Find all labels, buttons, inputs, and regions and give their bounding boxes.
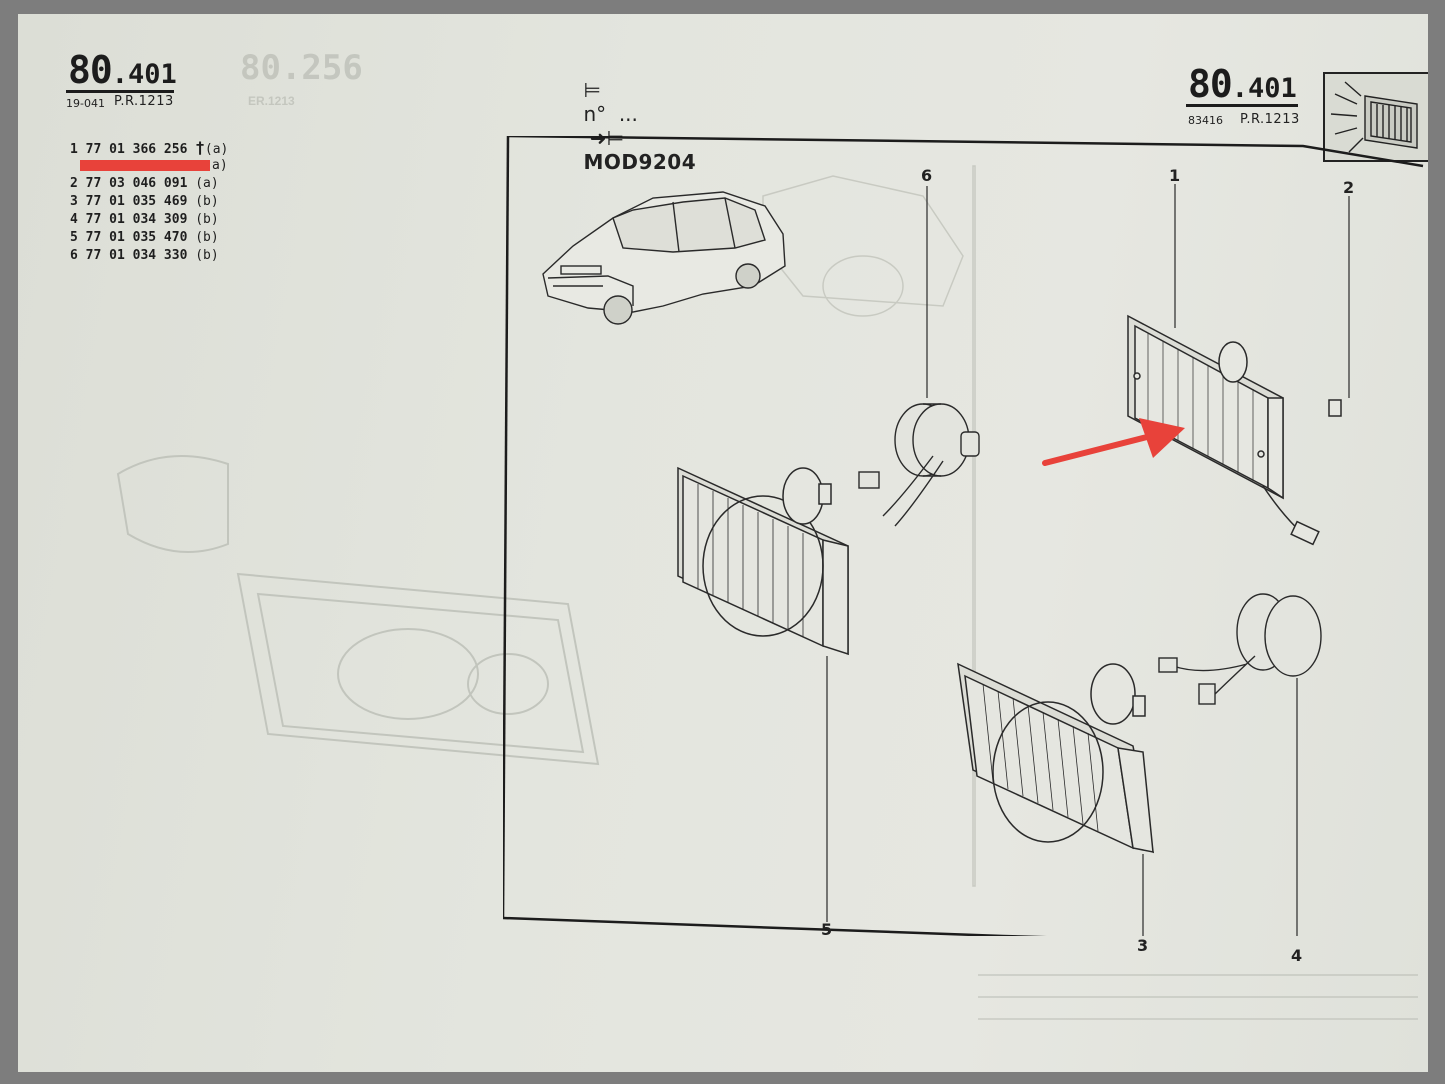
- red-arrow-annotation: [1042, 418, 1185, 466]
- frame-left-edge: [503, 136, 510, 919]
- callout-5: 5: [821, 920, 833, 939]
- part-row-redacted: a): [70, 157, 228, 175]
- page-code-left: 19-041: [66, 97, 105, 110]
- diagram-svg: [503, 136, 1424, 936]
- callout-1: 1: [1169, 166, 1181, 185]
- part-3-fog-lamp-lower: [957, 662, 1155, 854]
- pr-left: P.R.1213: [114, 94, 174, 109]
- ghost-table: [978, 974, 1418, 1064]
- page-code-right: 83416: [1188, 114, 1223, 127]
- part-ref: 77 01 035 469: [85, 194, 188, 209]
- part-row: 6 77 01 034 330 (b): [70, 247, 228, 265]
- page-number-left: 80.401: [68, 48, 177, 92]
- part-row: 2 77 03 046 091 (a): [70, 175, 228, 193]
- part-index: 4: [70, 212, 78, 227]
- chassis-icon: ⊨: [583, 78, 601, 102]
- callout-4: 4: [1291, 946, 1303, 965]
- page-number-right-major: 80: [1188, 62, 1233, 106]
- dagger-mark: †: [195, 138, 205, 157]
- range-to: MOD9204: [583, 150, 697, 174]
- callout-2: 2: [1343, 178, 1355, 197]
- part-5-fog-lamp-left: [677, 466, 849, 656]
- part-row: 4 77 01 034 309 (b): [70, 211, 228, 229]
- part-ref: 77 01 034 309: [85, 212, 188, 227]
- part-index: 6: [70, 248, 78, 263]
- page-number-left-minor: .401: [111, 59, 177, 90]
- callout-6: 6: [921, 166, 933, 185]
- fog-lamp-thumbnail-icon: [1330, 81, 1418, 153]
- part-ref: 77 01 366 256: [85, 142, 188, 157]
- pr-right: P.R.1213: [1240, 112, 1300, 127]
- part-condition: (b): [195, 230, 219, 245]
- ghost-number: 80.256: [240, 48, 363, 88]
- part-ref: 77 01 035 470: [85, 230, 188, 245]
- part-condition: (a): [195, 176, 219, 191]
- exploded-diagram: 1 2 6 5 3 4: [503, 136, 1428, 965]
- range-from: n° ...: [583, 102, 638, 126]
- catalog-page: 80.256 ER.1213 80.401 19-041 P.R.1213 ⊨ …: [18, 14, 1428, 1072]
- redaction-bar: [80, 160, 210, 171]
- page-number-left-rule: [66, 90, 174, 93]
- part-index: 1: [70, 142, 78, 157]
- page-number-right-minor: .401: [1231, 73, 1297, 104]
- part-4-socket: [1158, 593, 1322, 705]
- part-condition: (b): [195, 248, 219, 263]
- part-condition: a): [212, 158, 228, 173]
- part-condition: (a): [204, 142, 229, 157]
- part-ref: 77 01 034 330: [85, 248, 188, 263]
- car-illustration: [542, 191, 786, 325]
- part-index: 5: [70, 230, 78, 245]
- page-number-left-major: 80: [68, 48, 113, 92]
- fog-lamp-thumbnail: [1323, 72, 1428, 162]
- part-index: 2: [70, 176, 78, 191]
- part-row: 1 77 01 366 256 †(a): [70, 138, 229, 158]
- callout-3: 3: [1137, 936, 1149, 955]
- part-row: 5 77 01 035 470 (b): [70, 229, 228, 247]
- part-condition: (b): [195, 194, 219, 209]
- part-6-socket: [858, 403, 980, 527]
- part-row: 3 77 01 035 469 (b): [70, 193, 228, 211]
- page-number-right: 80.401: [1188, 62, 1297, 106]
- frame-bottom-edge: [503, 916, 1047, 936]
- parts-list: 1 77 01 366 256 †(a) a) 2 77 03 046 091 …: [70, 139, 228, 265]
- ghost-pr: ER.1213: [248, 94, 295, 108]
- part-condition: (b): [195, 212, 219, 227]
- page-number-right-rule: [1186, 104, 1298, 107]
- part-ref: 77 03 046 091: [85, 176, 188, 191]
- frame-top-edge: [507, 136, 1424, 168]
- ghost-headlamp-illustration: [116, 455, 600, 766]
- part-1-fog-lamp-right: [1127, 314, 1342, 546]
- part-index: 3: [70, 194, 78, 209]
